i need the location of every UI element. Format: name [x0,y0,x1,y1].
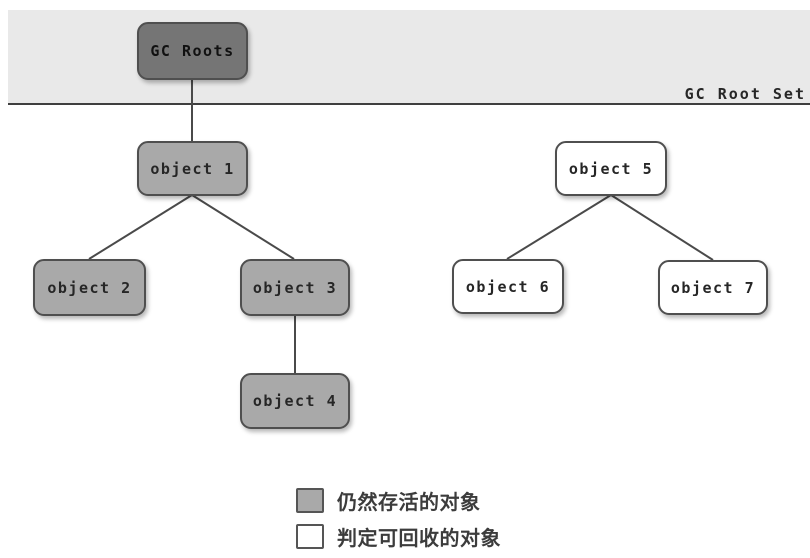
recyclable-swatch-icon [296,524,324,549]
legend-row-alive: 仍然存活的对象 [296,486,501,515]
node-object-7: object 7 [658,260,768,315]
legend: 仍然存活的对象 判定可回收的对象 [296,486,501,551]
alive-swatch-icon [296,488,324,513]
edge-object1-object3 [191,194,295,260]
node-gc-roots: GC Roots [137,22,248,80]
node-gc-roots-label: GC Roots [150,42,235,60]
gc-root-set-label: GC Root Set [684,85,806,103]
node-object-2-label: object 2 [47,278,132,297]
legend-row-recyclable: 判定可回收的对象 [296,522,501,551]
node-object-2: object 2 [33,259,146,316]
node-object-4-label: object 4 [252,392,338,410]
edge-object5-object7 [610,194,714,261]
edge-object5-object6 [506,194,612,260]
node-object-6-label: object 6 [465,277,551,296]
legend-alive-label: 仍然存活的对象 [337,492,481,514]
node-object-7-label: object 7 [670,278,756,297]
legend-recyclable-label: 判定可回收的对象 [337,528,501,550]
node-object-3: object 3 [240,259,350,316]
node-object-1-label: object 1 [150,159,235,178]
node-object-1: object 1 [137,141,248,196]
node-object-5: object 5 [555,141,667,196]
node-object-5-label: object 5 [568,159,654,178]
node-object-4: object 4 [240,373,350,429]
node-object-3-label: object 3 [252,278,338,297]
edge-object1-object2 [88,194,193,260]
node-object-6: object 6 [452,259,564,314]
